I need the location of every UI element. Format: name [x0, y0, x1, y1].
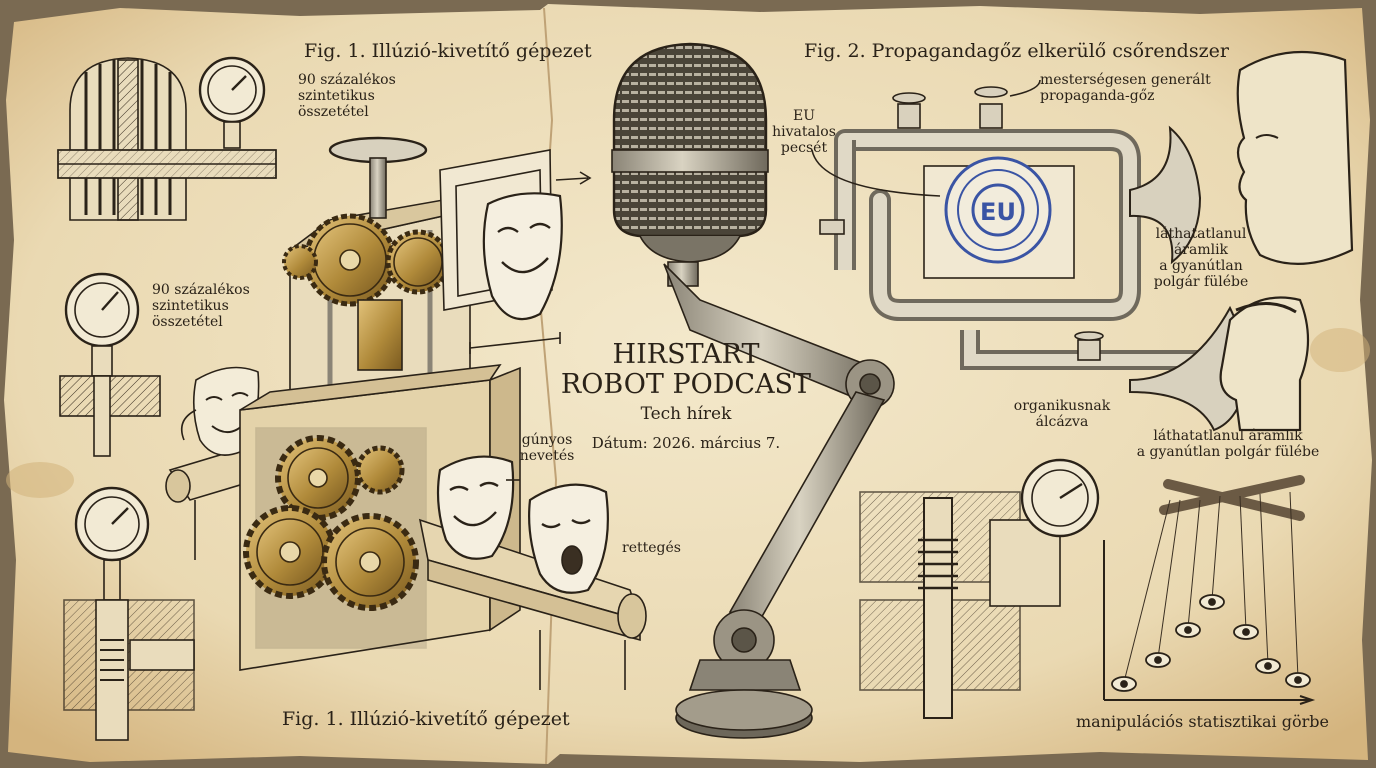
annotation-disguised-organic: organikusnak álcázva — [1010, 398, 1114, 430]
annotation-manipulation-curve: manipulációs statisztikai görbe — [1076, 712, 1329, 731]
human-head-icon — [1219, 50, 1354, 432]
annotation-synthetic-a: 90 százalékos szintetikus összetétel — [298, 72, 396, 120]
annotation-line: mesterségesen generált — [1040, 72, 1211, 88]
title-line-1: HIRSTART — [612, 339, 760, 370]
mic-crosssection-drawing — [57, 57, 277, 221]
annotation-flows-invisibly-a: láthatatlanul áramlik a gyanútlan polgár… — [1146, 226, 1256, 290]
annotation-line: gúnyos — [521, 432, 573, 448]
annotation-line: 90 százalékos — [298, 72, 396, 88]
seal-center-text: EU — [980, 198, 1016, 226]
gear-icon-lower — [243, 435, 419, 611]
annotation-artificial-steam: mesterségesen generált propaganda-gőz — [1040, 72, 1211, 104]
eu-seal-icon: EU — [944, 156, 1052, 264]
annotation-line: álcázva — [1035, 414, 1089, 430]
annotation-line: organikusnak — [1013, 398, 1111, 414]
annotation-line: nevetés — [519, 448, 575, 464]
ear-horn-icon — [1129, 125, 1248, 432]
annotation-terror: rettegés — [622, 540, 681, 556]
marionette-eye-icon — [1111, 594, 1311, 692]
illusion-projector-machine — [165, 136, 647, 690]
annotation-mocking-laugh: gúnyos nevetés — [512, 432, 582, 464]
microphone-icon — [611, 42, 895, 739]
pressure-gauge-2 — [59, 272, 161, 457]
annotation-line: áramlik — [1173, 242, 1229, 258]
gear-icon-top — [282, 213, 451, 307]
annotation-synthetic-b: 90 százalékos szintetikus összetétel — [152, 282, 250, 330]
marionette-chart — [1103, 475, 1316, 705]
annotation-line: láthatatlanul — [1155, 226, 1247, 242]
fig1-title-top: Fig. 1. Illúzió-kivetítő gépezet — [304, 40, 592, 62]
annotation-line: hivatalos — [772, 124, 836, 140]
subtitle: Tech hírek — [640, 404, 732, 424]
title-line-2: ROBOT PODCAST — [560, 369, 812, 400]
comedy-mask-mocking — [436, 455, 515, 560]
annotation-line: összetétel — [152, 314, 223, 330]
annotation-line: szintetikus — [298, 88, 375, 104]
annotation-line: a gyanútlan polgár fülébe — [1136, 444, 1320, 460]
annotation-line: propaganda-gőz — [1040, 88, 1155, 104]
annotation-line: EU — [792, 108, 816, 124]
date-line: Dátum: 2026. március 7. — [591, 434, 781, 452]
pressure-gauge-3 — [63, 486, 195, 741]
pressure-gauge-1 — [198, 56, 266, 149]
pipe-valve-icon — [819, 86, 1104, 361]
annotation-line: 90 százalékos — [152, 282, 250, 298]
annotation-eu-seal: EU hivatalos pecsét — [764, 108, 844, 156]
annotation-line: szintetikus — [152, 298, 229, 314]
valve-crosssection-drawing — [859, 458, 1100, 719]
tragedy-mask-terror — [528, 483, 609, 594]
title-block: HIRSTART ROBOT PODCAST Tech hírek Dátum:… — [556, 339, 816, 453]
fig1-title-bottom: Fig. 1. Illúzió-kivetítő gépezet — [282, 708, 570, 730]
annotation-line: pecsét — [780, 140, 828, 156]
fig2-title: Fig. 2. Propagandagőz elkerülő csőrendsz… — [804, 40, 1229, 62]
annotation-line: polgár fülébe — [1153, 274, 1249, 290]
annotation-line: összetétel — [298, 104, 369, 120]
annotation-line: láthatatlanul áramlik — [1153, 428, 1303, 444]
annotation-flows-invisibly-b: láthatatlanul áramlik a gyanútlan polgár… — [1128, 428, 1328, 460]
annotation-line: a gyanútlan — [1159, 258, 1243, 274]
